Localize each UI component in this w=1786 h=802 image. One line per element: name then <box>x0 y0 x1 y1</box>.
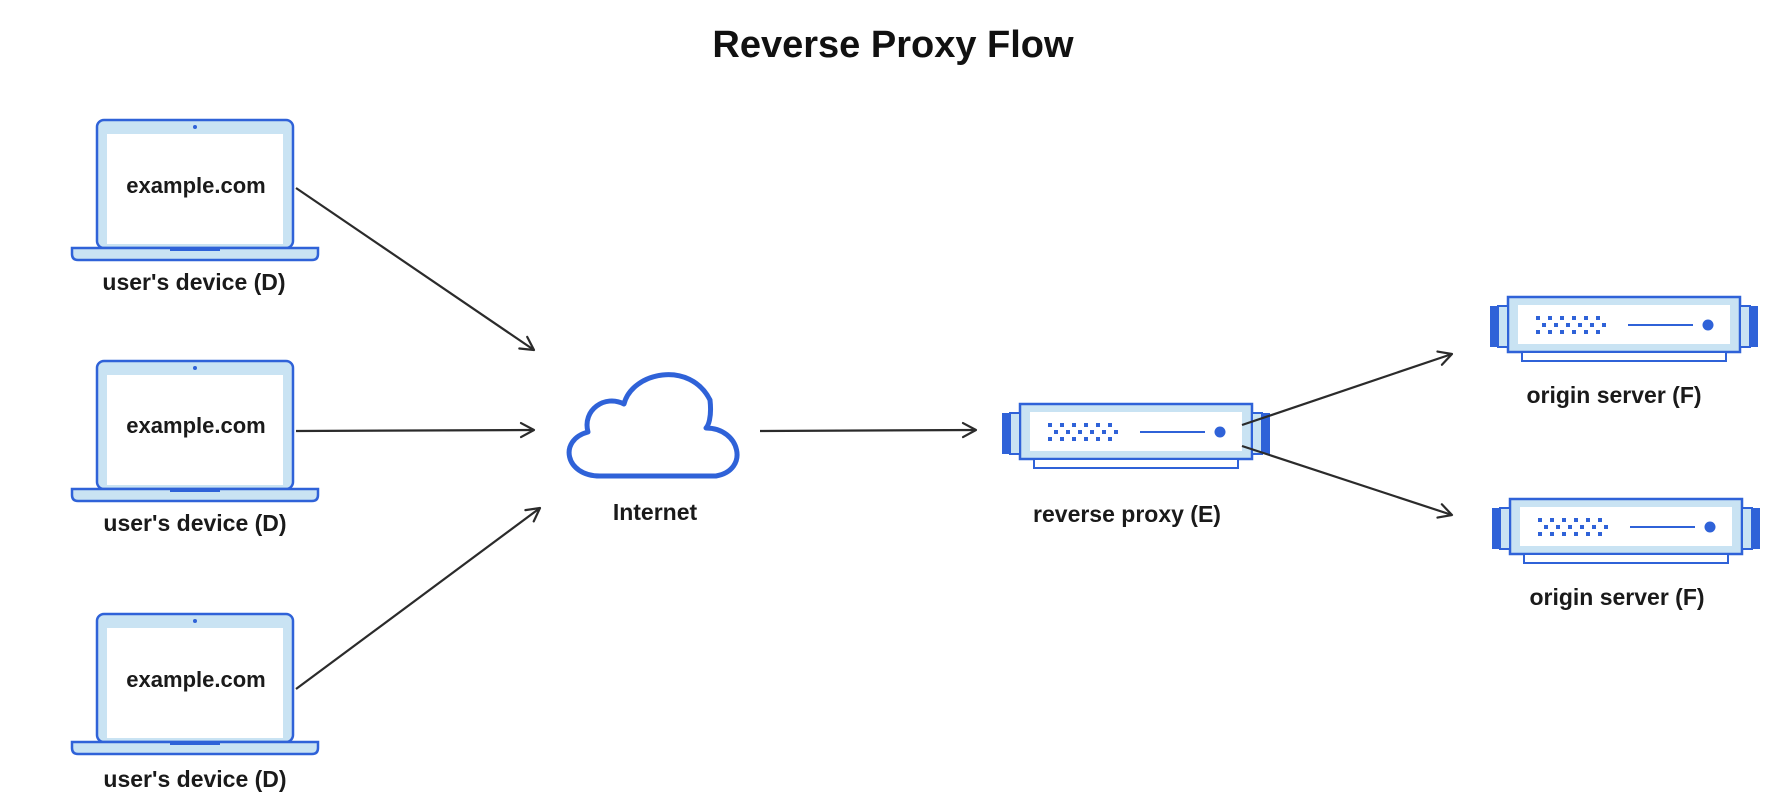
arrow-device1-to-internet <box>295 187 536 352</box>
arrow-internet-to-proxy <box>759 421 978 439</box>
server-icon <box>1490 497 1762 565</box>
reverse-proxy-node: reverse proxy (E) <box>1000 402 1272 527</box>
internet-node: Internet <box>566 372 740 525</box>
origin-label: origin server (F) <box>1529 584 1704 610</box>
page-title: Reverse Proxy Flow <box>712 24 1074 66</box>
arrow-proxy-to-origin-2 <box>1241 444 1454 519</box>
origin-server-2: origin server (F) <box>1490 497 1762 610</box>
arrow-device2-to-internet <box>295 421 536 439</box>
device-screen-text: example.com <box>126 667 265 692</box>
internet-label: Internet <box>613 499 698 525</box>
origin-server-1: origin server (F) <box>1488 295 1760 408</box>
device-label: user's device (D) <box>103 766 286 792</box>
device-label: user's device (D) <box>102 269 285 295</box>
server-icon <box>1488 295 1760 363</box>
server-icon <box>1000 402 1272 470</box>
device-label: user's device (D) <box>103 510 286 536</box>
user-device-2: example.com user's device (D) <box>70 359 320 536</box>
device-screen-text: example.com <box>126 173 265 198</box>
origin-label: origin server (F) <box>1526 382 1701 408</box>
user-device-3: example.com user's device (D) <box>70 612 320 792</box>
arrow-device3-to-internet <box>295 506 542 690</box>
device-screen-text: example.com <box>126 413 265 438</box>
cloud-icon <box>566 372 740 479</box>
arrow-proxy-to-origin-1 <box>1241 350 1454 427</box>
proxy-label: reverse proxy (E) <box>1033 501 1221 527</box>
user-device-1: example.com user's device (D) <box>70 118 320 295</box>
